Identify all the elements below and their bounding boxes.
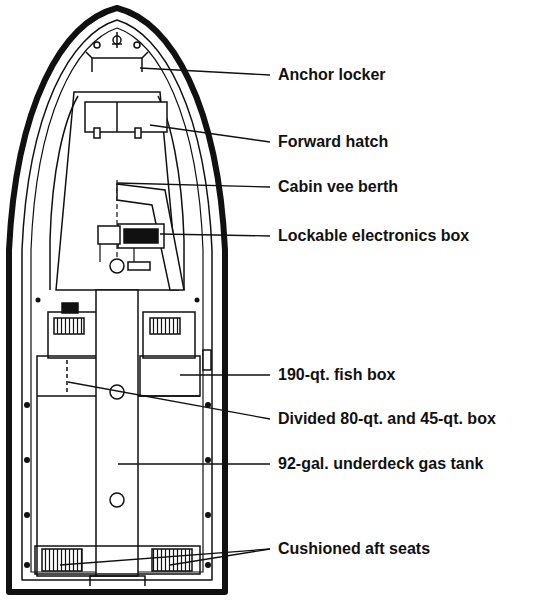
forward-hatch	[85, 102, 167, 138]
anchor-locker-part	[92, 58, 142, 72]
rail-fittings-part	[24, 562, 30, 568]
callout-label: Anchor locker	[278, 65, 386, 84]
callout-label: Lockable electronics box	[278, 226, 469, 245]
callout-label: Cushioned aft seats	[278, 539, 430, 558]
leader-lines-part	[180, 374, 270, 375]
rail-fittings-part	[36, 298, 41, 303]
rail-fittings-part	[24, 402, 30, 408]
leader-lines-part	[118, 463, 270, 464]
seats-part	[62, 303, 78, 313]
cabin	[50, 92, 184, 290]
hull-part	[22, 20, 212, 580]
leader-lines-part	[60, 549, 270, 565]
console-part	[117, 184, 184, 290]
leader-lines-part	[68, 382, 270, 419]
rail-fittings-part	[24, 512, 30, 518]
leader-lines	[60, 68, 270, 565]
console-part	[118, 224, 164, 248]
rail-fittings-part	[205, 512, 211, 518]
rail-fittings-part	[24, 457, 30, 463]
seats-part	[203, 350, 211, 370]
leader-lines-part	[150, 125, 270, 142]
rail-fittings-part	[205, 457, 211, 463]
console-part	[124, 229, 158, 243]
leader-lines-part	[170, 549, 270, 565]
fish-boxes-part	[37, 356, 97, 576]
aft-seats	[35, 546, 200, 586]
leader-lines-part	[140, 68, 270, 75]
seats-part	[54, 318, 84, 334]
forward-hatch-part	[116, 102, 118, 132]
aft-seats-part	[42, 549, 82, 571]
anchor-locker	[86, 32, 148, 72]
callout-label: Forward hatch	[278, 132, 388, 151]
console-part	[110, 259, 124, 273]
fish-boxes-part	[140, 356, 200, 396]
cabin-part	[50, 96, 78, 290]
anchor-locker-part	[134, 42, 140, 48]
console-part	[98, 226, 120, 244]
hull	[9, 8, 225, 592]
seats-part	[150, 318, 180, 334]
gas-tank-part	[110, 493, 124, 507]
forward-hatch-part	[94, 128, 100, 138]
fish-boxes-part	[66, 360, 68, 395]
gas-tank	[96, 290, 138, 576]
leader-lines-part	[117, 183, 270, 187]
anchor-locker-part	[86, 52, 148, 58]
forward-hatch-part	[135, 128, 141, 138]
callout-label: 92-gal. underdeck gas tank	[278, 454, 483, 473]
seats-part	[48, 312, 100, 358]
anchor-locker-part	[94, 42, 100, 48]
hull-part	[9, 8, 225, 592]
console-part	[128, 262, 150, 270]
callout-label: Cabin vee berth	[278, 177, 398, 196]
anchor-locker-part	[112, 32, 122, 48]
gas-tank-part	[96, 290, 138, 576]
rail-fittings-part	[195, 298, 200, 303]
seats-part	[143, 312, 195, 358]
callout-label: Divided 80-qt. and 45-qt. box	[278, 409, 496, 428]
rail-fittings-part	[205, 562, 211, 568]
callout-label: 190-qt. fish box	[278, 365, 395, 384]
aft-seats-part	[90, 576, 145, 586]
leader-lines-part	[160, 234, 270, 236]
console	[98, 184, 184, 290]
aft-seats-part	[152, 549, 192, 571]
